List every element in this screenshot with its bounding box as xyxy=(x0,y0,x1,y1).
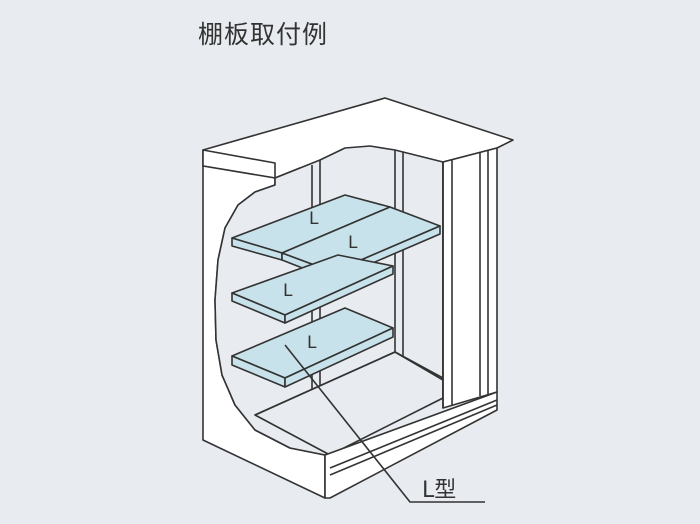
shelf-bottom-side-edge xyxy=(284,327,394,388)
leader-line xyxy=(284,344,485,503)
cabinet-base-rail xyxy=(324,391,498,499)
shelf-middle-side-edge xyxy=(284,265,394,324)
type-label: L型 xyxy=(422,478,456,503)
shelf-label-middle: L xyxy=(283,281,293,301)
diagram-title: 棚板取付例 xyxy=(198,20,329,49)
shelf-label-bottom: L xyxy=(307,333,317,353)
cabinet-right-frame xyxy=(442,147,498,409)
shelf-label-top-left: L xyxy=(309,209,319,229)
shelf-label-top-right: L xyxy=(348,233,358,253)
